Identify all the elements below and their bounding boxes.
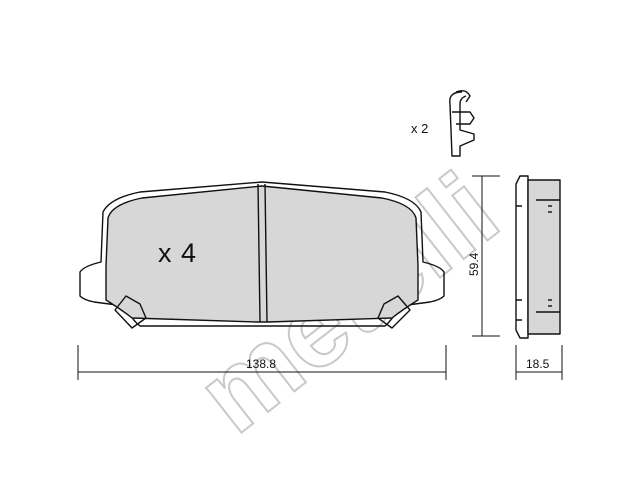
- pad-right-tab: [377, 295, 411, 329]
- pad-quantity-label: x 4: [158, 238, 197, 268]
- pad-center-groove-2: [264, 183, 268, 323]
- thickness-value: 18.5: [526, 357, 550, 371]
- retaining-clip: x 2: [411, 89, 475, 157]
- side-friction-material: [527, 179, 561, 335]
- thickness-dimension: 18.5: [515, 345, 563, 380]
- clip-quantity-label: x 2: [411, 121, 428, 136]
- width-value: 138.8: [246, 357, 276, 371]
- pad-friction-material: [105, 185, 419, 323]
- pad-center-groove: [257, 183, 261, 323]
- brake-pad-front-view: x 4: [79, 181, 445, 329]
- width-dimension: 138.8: [77, 345, 447, 380]
- height-dimension: 59.4: [467, 175, 500, 337]
- side-backing-plate: [515, 175, 529, 339]
- pad-left-tab: [114, 295, 147, 329]
- height-value: 59.4: [467, 252, 481, 276]
- brake-pad-side-view: [515, 175, 561, 339]
- clip-drawing: [449, 89, 475, 157]
